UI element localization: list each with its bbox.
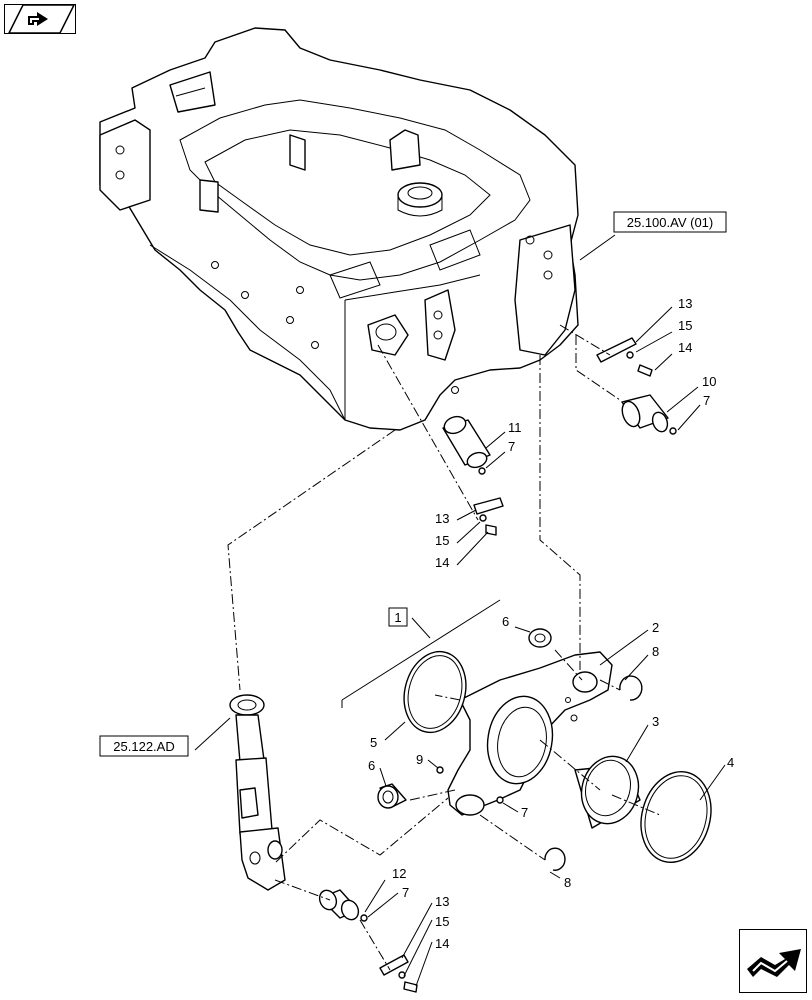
callout: 7 bbox=[521, 805, 528, 820]
pin-11 bbox=[442, 415, 491, 475]
next-page-button[interactable] bbox=[739, 929, 807, 993]
sleeve-3 bbox=[574, 755, 641, 829]
previous-page-button[interactable] bbox=[4, 3, 76, 34]
callout: 6 bbox=[502, 614, 509, 629]
rear-housing bbox=[99, 27, 579, 431]
callout: 13 bbox=[435, 894, 449, 909]
kit-number-label: 1 bbox=[394, 610, 401, 625]
ref-cylinder-label: 25.122.AD bbox=[113, 739, 174, 754]
snap-ring-8-top bbox=[619, 675, 643, 701]
ref-box-rear[interactable]: 25.100.AV (01) bbox=[613, 211, 727, 233]
callout: 2 bbox=[652, 620, 659, 635]
bushing-6-top bbox=[528, 628, 552, 648]
bushing-6-lower bbox=[377, 783, 407, 809]
callout: 10 bbox=[702, 374, 716, 389]
ref-rear-label: 25.100.AV (01) bbox=[627, 215, 713, 230]
plate-13-bottom bbox=[379, 954, 418, 993]
snap-ring-8-lower bbox=[544, 847, 566, 871]
callout: 14 bbox=[435, 555, 449, 570]
callout: 9 bbox=[416, 752, 423, 767]
callout: 8 bbox=[652, 644, 659, 659]
callout: 7 bbox=[508, 439, 515, 454]
o-ring-4 bbox=[640, 771, 712, 863]
callout: 5 bbox=[370, 735, 377, 750]
callout: 3 bbox=[652, 714, 659, 729]
callout: 11 bbox=[508, 420, 522, 435]
pin-12 bbox=[318, 889, 368, 922]
callout: 15 bbox=[678, 318, 692, 333]
callout: 14 bbox=[678, 340, 692, 355]
callout: 4 bbox=[727, 755, 734, 770]
ref-box-cylinder[interactable]: 25.122.AD bbox=[99, 735, 189, 757]
callout: 15 bbox=[435, 533, 449, 548]
callout: 14 bbox=[435, 936, 449, 951]
pin-10 bbox=[621, 394, 677, 435]
fitting-9 bbox=[436, 766, 444, 774]
plate-13-right bbox=[596, 337, 653, 377]
lift-arm-2 bbox=[447, 651, 613, 816]
plate-13-center bbox=[473, 497, 504, 536]
callout: 13 bbox=[435, 511, 449, 526]
callout: 8 bbox=[564, 875, 571, 890]
next-page-icon bbox=[746, 948, 801, 977]
o-ring-5 bbox=[403, 650, 467, 734]
callout: 7 bbox=[703, 393, 710, 408]
lift-cylinder bbox=[229, 694, 286, 891]
callout: 15 bbox=[435, 914, 449, 929]
previous-page-icon bbox=[7, 3, 75, 34]
callout: 6 bbox=[368, 758, 375, 773]
callout: 13 bbox=[678, 296, 692, 311]
kit-box: 1 bbox=[388, 607, 408, 627]
callout: 12 bbox=[392, 866, 406, 881]
fitting-7-arm bbox=[496, 796, 504, 804]
callout: 7 bbox=[402, 885, 409, 900]
